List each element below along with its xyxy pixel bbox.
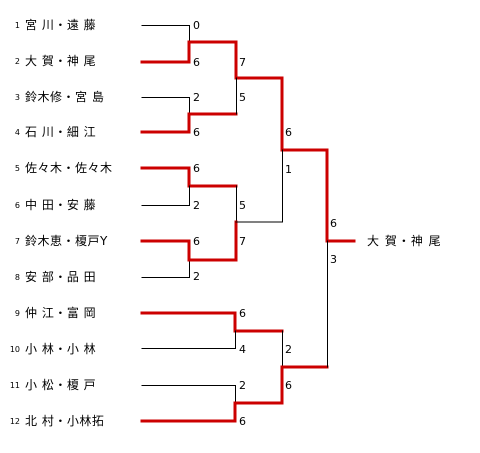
round1-score: 6 xyxy=(239,415,246,428)
player-name: 小 林・小 林 xyxy=(25,342,97,356)
seed-number: 12 xyxy=(9,417,20,426)
round1-score: 6 xyxy=(193,235,200,248)
round1-score: 6 xyxy=(193,56,200,69)
player-name: 宮 川・遠 藤 xyxy=(25,18,97,32)
round2-score: 5 xyxy=(239,199,246,212)
round1-score: 6 xyxy=(193,162,200,175)
player-name: 鈴木恵・榎戸Y xyxy=(25,234,108,248)
round1-score: 6 xyxy=(239,307,246,320)
bracket-line-p5 xyxy=(140,166,238,188)
round1-score: 2 xyxy=(193,270,200,283)
player-name: 小 松・榎 戸 xyxy=(25,378,97,392)
round1-score: 2 xyxy=(193,199,200,212)
bracket-line-p7 xyxy=(140,239,191,262)
seed-number: 5 xyxy=(14,164,20,173)
player-name: 中 田・安 藤 xyxy=(25,198,97,212)
seed-number: 10 xyxy=(9,345,20,354)
round2-score: 7 xyxy=(239,56,246,69)
round1-score: 2 xyxy=(193,91,200,104)
bracket-line-sf-top xyxy=(280,76,329,152)
round1-score: 6 xyxy=(193,126,200,139)
bracket-line-sf-d xyxy=(280,365,329,405)
bracket-line-p1 xyxy=(141,25,190,43)
player-name: 安 部・品 田 xyxy=(25,270,97,284)
bracket-line-p9 xyxy=(140,311,284,333)
player-name: 石 川・細 江 xyxy=(25,125,97,139)
player-name: 佐々木・佐々木 xyxy=(25,161,113,175)
semifinal-score: 6 xyxy=(285,126,292,139)
bracket-line-p11 xyxy=(141,385,236,404)
bracket-line-p4 xyxy=(140,112,238,134)
round2-score: 6 xyxy=(285,379,292,392)
round2-score: 7 xyxy=(239,235,246,248)
bracket-line-p12 xyxy=(140,401,284,423)
player-name: 大 賀・神 尾 xyxy=(25,54,97,68)
semifinal-score: 3 xyxy=(330,253,337,266)
round2-score: 5 xyxy=(239,91,246,104)
round1-score: 2 xyxy=(239,379,246,392)
seed-number: 3 xyxy=(14,93,20,102)
bracket-line-r2-d xyxy=(187,220,238,262)
round1-score: 0 xyxy=(193,19,200,32)
player-name: 北 村・小林拓 xyxy=(25,414,105,428)
player-name: 仲 江・富 岡 xyxy=(25,306,97,320)
bracket-line-sf-b xyxy=(235,149,283,223)
final-score: 6 xyxy=(330,217,337,230)
round1-score: 4 xyxy=(239,343,246,356)
seed-number: 9 xyxy=(14,309,20,318)
seed-number: 2 xyxy=(14,57,20,66)
champion-name: 大 賀・神 尾 xyxy=(367,234,442,248)
bracket-line-p3 xyxy=(141,97,190,115)
seed-number: 7 xyxy=(14,237,20,246)
seed-number: 4 xyxy=(14,128,20,137)
seed-number: 11 xyxy=(9,381,20,390)
semifinal-score: 1 xyxy=(285,163,292,176)
bracket-line-p2 xyxy=(140,40,238,64)
player-name: 鈴木修・宮 島 xyxy=(25,90,105,104)
seed-number: 8 xyxy=(14,273,20,282)
bracket-line-p6 xyxy=(141,185,190,206)
bracket-line-p8 xyxy=(141,259,190,278)
seed-number: 6 xyxy=(14,201,20,210)
round2-score: 2 xyxy=(285,343,292,356)
bracket-line-p10 xyxy=(141,330,236,349)
seed-number: 1 xyxy=(14,21,20,30)
